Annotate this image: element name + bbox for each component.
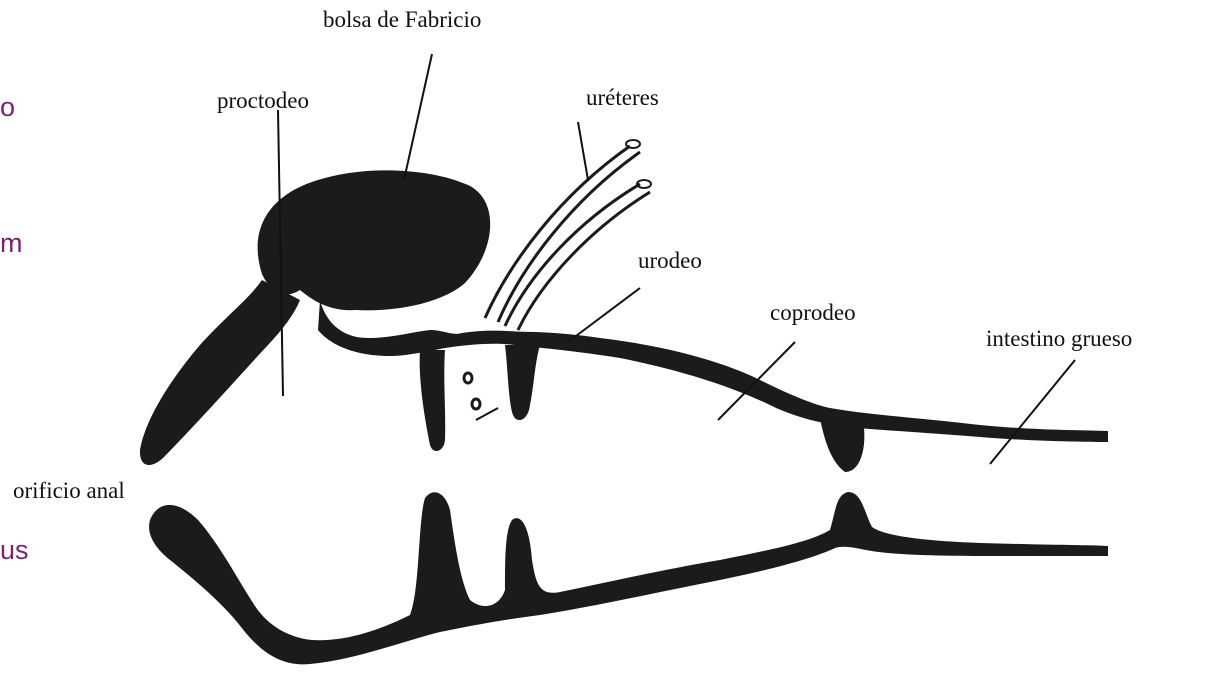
label-anal-opening: orificio anal (13, 478, 125, 503)
ureters (485, 140, 651, 330)
label-urodeum: urodeo (638, 248, 702, 273)
cloaca-lower-wall (149, 492, 1108, 664)
ureter-1-end (626, 140, 640, 148)
label-proctodeum: proctodeo (217, 88, 309, 113)
label-coprodeum: coprodeo (770, 300, 856, 325)
bursa-stalk (140, 280, 300, 465)
cloaca-anatomy (140, 140, 1108, 664)
urodeum-fold-upper (505, 345, 540, 420)
leader-urodeum-opening (476, 408, 498, 420)
ureter-1 (485, 146, 630, 318)
leader-bursa (404, 54, 432, 180)
ureter-2-inner (518, 192, 650, 330)
label-bursa: bolsa de Fabricio (323, 7, 481, 32)
leader-large-intestine (990, 360, 1075, 464)
ureter-opening-2 (472, 399, 480, 409)
bursa-of-fabricius (258, 170, 491, 310)
label-ureters: uréteres (586, 85, 659, 110)
leader-ureters (578, 122, 588, 180)
label-large-intestine: intestino grueso (986, 326, 1132, 351)
ureter-opening-1 (464, 373, 472, 383)
leader-urodeum (568, 288, 640, 342)
proctodeum-fold-upper (420, 350, 446, 451)
